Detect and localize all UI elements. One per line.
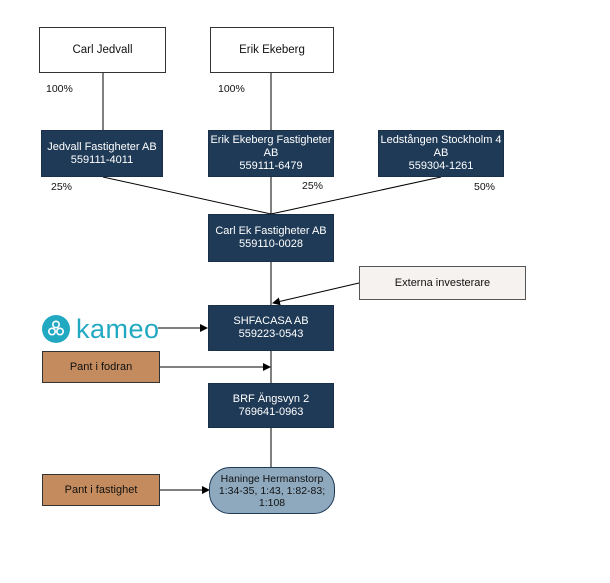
company-name: Carl Ek Fastigheter AB — [215, 225, 327, 237]
property-name: Haninge Hermanstorp — [220, 472, 324, 485]
company-name: Jedvall Fastigheter AB — [47, 140, 157, 153]
company-name: SHFACASA AB — [233, 315, 309, 327]
external-investors-box: Externa investerare — [359, 266, 526, 300]
property-designations: 1:34-35, 1:43, 1:82-83; 1:108 — [218, 484, 326, 509]
ownership-erik: 100% — [218, 83, 245, 95]
person-name: Carl Jedvall — [72, 43, 133, 56]
company-name: Erik Ekeberg Fastigheter AB — [210, 134, 332, 159]
ownership-ledstangen: 50% — [474, 181, 496, 193]
kameo-logo: kameo — [42, 315, 160, 343]
pledge-receivable-box: Pant i fodran — [42, 351, 160, 383]
arrow-external-to-shfacasa — [272, 282, 360, 306]
company-carl-ek-fastigheter: Carl Ek Fastigheter AB 559110-0028 — [208, 214, 334, 262]
person-name: Erik Ekeberg — [239, 43, 305, 56]
company-erik-ekeberg-fastigheter: Erik Ekeberg Fastigheter AB 559111-6479 — [208, 130, 334, 177]
ownership-jedvall: 25% — [51, 181, 73, 193]
line-ledstangen-to-carlek — [270, 176, 442, 215]
company-org-nr: 559111-4011 — [70, 153, 134, 166]
company-brf-angsvyn: BRF Ängsvyn 2 769641-0963 — [208, 383, 334, 428]
ownership-carl: 100% — [46, 83, 73, 95]
company-org-nr: 559111-6479 — [239, 160, 303, 172]
company-jedvall-fastigheter: Jedvall Fastigheter AB 559111-4011 — [41, 130, 163, 177]
pledge-property-box: Pant i fastighet — [42, 474, 160, 506]
company-org-nr: 559223-0543 — [238, 328, 304, 340]
ownership-ekeberg: 25% — [302, 180, 324, 192]
company-org-nr: 559304-1261 — [408, 160, 474, 172]
company-ledstangen-stockholm: Ledstången Stockholm 4 AB 559304-1261 — [378, 130, 504, 177]
kameo-wordmark: kameo — [76, 314, 160, 344]
pledge-property-label: Pant i fastighet — [64, 483, 138, 496]
line-jedvall-to-carlek — [102, 176, 272, 215]
company-name: BRF Ängsvyn 2 — [232, 392, 310, 405]
company-org-nr: 769641-0963 — [238, 405, 304, 418]
external-investors-label: Externa investerare — [394, 276, 491, 289]
property-haninge-hermanstorp: Haninge Hermanstorp 1:34-35, 1:43, 1:82-… — [209, 467, 335, 514]
company-name: Ledstången Stockholm 4 AB — [380, 134, 502, 159]
company-shfacasa: SHFACASA AB 559223-0543 — [208, 305, 334, 351]
kameo-logo-icon — [42, 315, 70, 343]
person-carl-jedvall: Carl Jedvall — [39, 27, 166, 73]
company-org-nr: 559110-0028 — [238, 238, 304, 250]
person-erik-ekeberg: Erik Ekeberg — [210, 27, 334, 73]
pledge-receivable-label: Pant i fodran — [69, 360, 133, 373]
